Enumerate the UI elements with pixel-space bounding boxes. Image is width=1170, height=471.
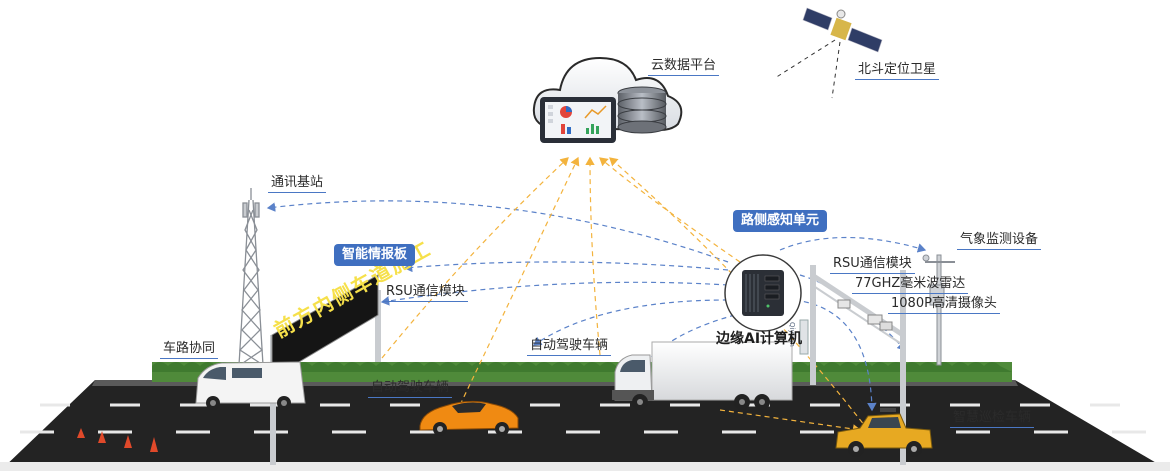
pickup-truck: [835, 408, 933, 457]
label-weather: 气象监测设备: [957, 232, 1042, 250]
badge-smart-board: 智能情报板: [334, 244, 416, 266]
truck: [612, 341, 793, 410]
label-inspection: 智慧巡检车辆: [950, 410, 1035, 428]
label-camera: 1080P高清摄像头: [888, 296, 1000, 314]
label-base-station: 通讯基站: [268, 175, 327, 193]
satellite: [802, 7, 883, 53]
satellite-links: [774, 39, 841, 99]
label-auto-car: 自动驾驶车辆: [368, 380, 453, 398]
label-satellite: 北斗定位卫星: [855, 62, 940, 80]
label-rsu-right: RSU通信模块: [830, 256, 915, 274]
white-van: [195, 361, 306, 410]
label-cloud-platform: 云数据平台: [648, 58, 720, 76]
edge-ai-computer: [724, 254, 802, 332]
weather-station: [922, 254, 955, 366]
label-auto-truck: 自动驾驶车辆: [527, 338, 612, 356]
traffic-cones: [77, 428, 158, 452]
hedge: [152, 362, 1012, 382]
badge-roadside-unit: 路侧感知单元: [733, 210, 828, 232]
roadside-gantry: [799, 265, 906, 465]
label-rsu-left: RSU通信模块: [383, 284, 468, 302]
cell-tower: [238, 188, 264, 366]
label-edge-ai: 边缘AI计算机: [716, 331, 803, 347]
label-vehicle-road: 车路协同: [160, 341, 219, 359]
cloud-platform: [532, 56, 683, 143]
label-radar: 77GHZ毫米波雷达: [852, 276, 969, 294]
orange-sports-car: [419, 400, 519, 436]
